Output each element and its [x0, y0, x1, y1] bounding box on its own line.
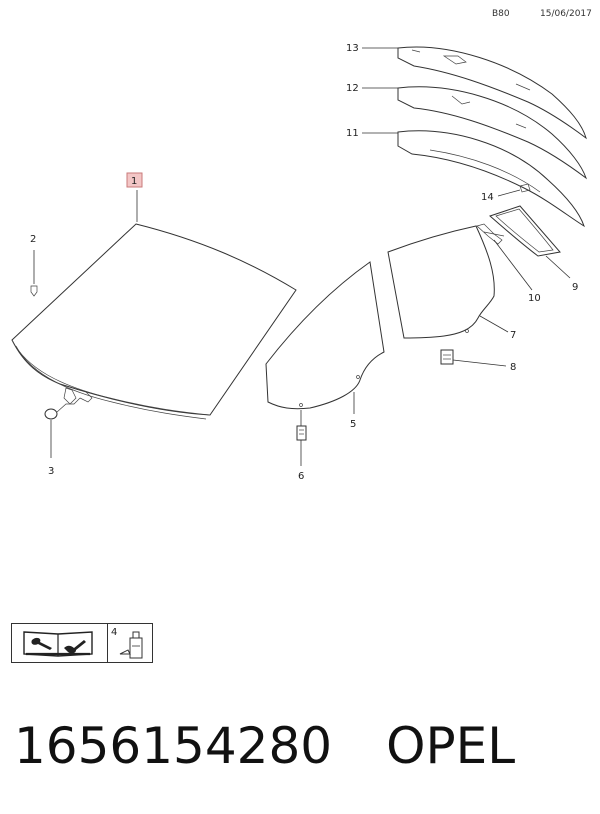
- header-date: 15/06/2017: [540, 9, 592, 19]
- callout-1-label: 1: [131, 176, 137, 187]
- part-number: 1656154280: [14, 717, 333, 775]
- brand-name: OPEL: [386, 717, 516, 775]
- repair-manual-icon: [23, 631, 93, 657]
- windshield[interactable]: [11, 223, 297, 420]
- rear-window-clip-icon: [519, 183, 531, 193]
- front-glass-bracket[interactable]: [296, 425, 307, 441]
- mirror-mount-clip[interactable]: [44, 387, 93, 420]
- front-door-glass[interactable]: [265, 261, 385, 410]
- rear-window-glass-11[interactable]: [397, 130, 585, 228]
- callout-7-label: 7: [510, 330, 516, 341]
- callout-12-label: 12: [346, 83, 359, 94]
- quarter-window-glass[interactable]: [489, 205, 561, 257]
- callout-10-label: 10: [528, 293, 541, 304]
- callout-14-label: 14: [481, 192, 494, 203]
- callout-1-highlight[interactable]: [126, 172, 143, 188]
- callout-9-label: 9: [572, 282, 578, 293]
- exploded-parts-diagram: 1 2 3 5 6 7: [11, 43, 587, 482]
- header-code: B80: [492, 9, 510, 19]
- callout-5-label: 5: [350, 419, 356, 430]
- footer: 1656154280 OPEL: [14, 713, 515, 779]
- callout-6-label: 6: [298, 471, 304, 482]
- callout-3-label: 3: [48, 466, 54, 477]
- legend-box: 4: [11, 623, 153, 663]
- callout-2-label: 2: [30, 234, 36, 245]
- pin-clip-icon: [30, 285, 38, 297]
- quarter-window-seal[interactable]: [476, 223, 505, 245]
- rear-glass-bracket[interactable]: [440, 349, 454, 365]
- callout-11-label: 11: [346, 128, 359, 139]
- sealant-tube-icon: [119, 631, 143, 659]
- callout-8-label: 8: [510, 362, 516, 373]
- rear-door-glass[interactable]: [387, 225, 495, 339]
- rear-window-glass-13[interactable]: [397, 46, 587, 140]
- callout-13-label: 13: [346, 43, 359, 54]
- callout-4-label: 4: [111, 627, 118, 638]
- rear-window-glass-12[interactable]: [397, 86, 587, 180]
